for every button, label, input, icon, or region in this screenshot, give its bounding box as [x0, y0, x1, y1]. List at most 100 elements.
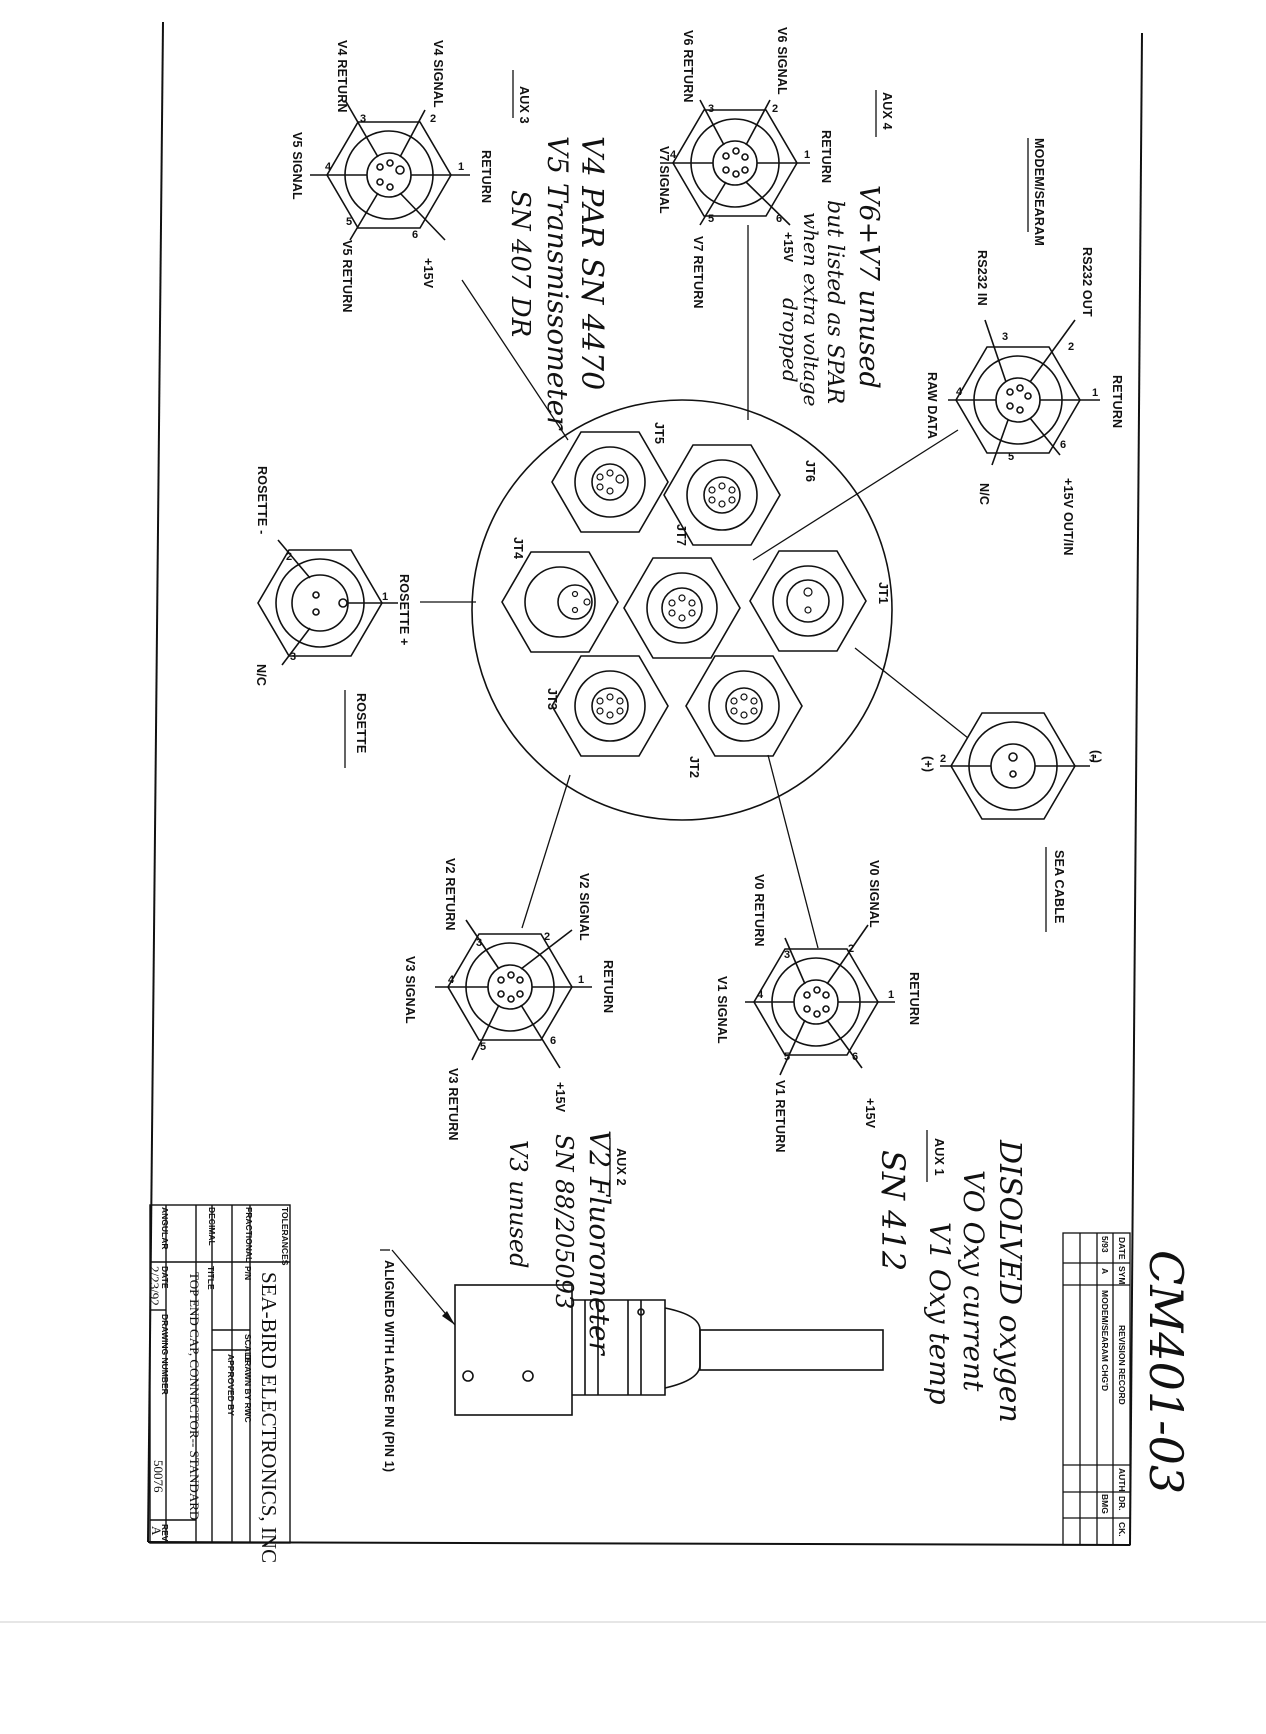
aux1-pin2-label: V0 SIGNAL	[867, 860, 881, 928]
rosette-pin3-label: N/C	[254, 664, 268, 686]
svg-text:V1 Oxy temp: V1 Oxy temp	[923, 1222, 956, 1405]
drawing-date: 2/23/92	[147, 1266, 162, 1306]
aux1-pin1-label: RETURN	[907, 972, 921, 1025]
svg-text:A: A	[1100, 1268, 1110, 1274]
aux2-pin4-label: V3 SIGNAL	[403, 956, 417, 1024]
svg-text:2: 2	[430, 113, 436, 125]
jt5-connector	[551, 431, 669, 533]
jt3-connector	[551, 655, 669, 757]
svg-text:SYM: SYM	[1117, 1266, 1127, 1284]
sea-cable-group-label: SEA CABLE	[1052, 850, 1066, 924]
svg-text:V2 Fluorometer: V2 Fluorometer	[583, 1130, 616, 1356]
modem-pin2-num: 2	[1068, 341, 1074, 353]
svg-text:2: 2	[544, 931, 550, 943]
svg-text:CK.: CK.	[1117, 1522, 1127, 1537]
svg-text:SN 407 DR: SN 407 DR	[505, 190, 535, 337]
svg-text:5: 5	[480, 1041, 486, 1053]
aux4-pin1-label: RETURN	[819, 130, 833, 183]
aux4-pin2-label: V6 SIGNAL	[775, 27, 789, 95]
svg-text:SN 88/205093: SN 88/205093	[550, 1134, 578, 1309]
svg-text:BMG: BMG	[1100, 1494, 1110, 1514]
modem-pin4-num: 4	[956, 386, 963, 398]
aux4-pin5-label: V7 RETURN	[691, 236, 705, 309]
sea-cable-pin2-label: (+)	[921, 756, 935, 772]
svg-text:6: 6	[550, 1035, 556, 1047]
svg-text:V6+V7 unused: V6+V7 unused	[853, 185, 884, 389]
svg-text:5/93: 5/93	[1100, 1236, 1110, 1253]
svg-text:P/N: P/N	[243, 1266, 253, 1280]
aux3-pin2-label: V4 SIGNAL	[431, 40, 445, 108]
end-cap-labels: JT6 JT5 JT7 JT1 JT4 JT2 JT3	[511, 422, 890, 778]
svg-text:SN 412: SN 412	[874, 1150, 912, 1271]
svg-text:MODEM/SEARAM CHG'D: MODEM/SEARAM CHG'D	[1100, 1290, 1110, 1391]
handwritten-notes: V6+V7 unused but listed as SPAR when ext…	[504, 136, 1027, 1423]
modem-connector	[948, 319, 1100, 466]
modem-group-label: MODEM/SEARAM	[1032, 138, 1046, 246]
end-cap-pins	[571, 469, 813, 719]
svg-text:2: 2	[848, 943, 854, 955]
drawing-rev: A	[149, 1526, 164, 1536]
jt4-connector	[501, 551, 619, 653]
jt7-label: JT7	[674, 524, 688, 546]
svg-text:6: 6	[852, 1051, 858, 1063]
svg-text:1: 1	[458, 161, 464, 173]
jt4-label: JT4	[511, 537, 525, 559]
svg-text:4: 4	[757, 989, 764, 1001]
jt1-label: JT1	[876, 582, 890, 604]
aux1-pin4-label: V1 SIGNAL	[715, 976, 729, 1044]
modem-pin5-label: N/C	[977, 483, 991, 505]
aux4-pin3-label: V6 RETURN	[681, 30, 695, 103]
aux1-pin5-label: V1 RETURN	[773, 1080, 787, 1153]
jt2-connector	[685, 655, 803, 757]
aux3-connector	[310, 99, 470, 241]
svg-text:1: 1	[382, 591, 388, 603]
aux3-pin5-label: V5 RETURN	[340, 240, 354, 313]
connector-side-view	[454, 1284, 884, 1416]
svg-text:6: 6	[776, 213, 782, 225]
svg-text:3: 3	[290, 651, 296, 663]
aux1-pin3-label: V0 RETURN	[752, 874, 766, 947]
aligned-note: ALIGNED WITH LARGE PIN (PIN 1)	[382, 1260, 396, 1472]
sea-cable-connector	[940, 712, 1090, 820]
doc-number: CM401-03	[1139, 1250, 1193, 1494]
svg-text:5: 5	[708, 213, 714, 225]
aux2-pin2-label: V2 SIGNAL	[577, 873, 591, 941]
aux4-pin4-label: V7 SIGNAL	[657, 146, 671, 214]
modem-pin4-label: RAW DATA	[925, 372, 939, 439]
drawing-title: TOP END CAP, CONNECTOR-- STANDARD	[187, 1272, 202, 1520]
aux3-pin4-label: V5 SIGNAL	[290, 132, 304, 200]
svg-text:4: 4	[325, 161, 332, 173]
svg-text:FRACTIONAL: FRACTIONAL	[244, 1207, 254, 1262]
svg-text:2: 2	[940, 753, 946, 765]
modem-pin1-num: 1	[1092, 387, 1098, 399]
rosette-pin1-label: ROSETTE +	[397, 574, 411, 646]
aux2-pin5-label: V3 RETURN	[446, 1068, 460, 1141]
svg-text:6: 6	[412, 229, 418, 241]
company-name: SEA-BIRD ELECTRONICS, INC	[257, 1272, 281, 1563]
svg-text:REVISION RECORD: REVISION RECORD	[1117, 1325, 1127, 1405]
jt5-label: JT5	[652, 422, 666, 444]
aux3-pin1-label: RETURN	[479, 150, 493, 203]
aux3-pin6-label: +15V	[421, 258, 435, 289]
aux2-pin3-label: V2 RETURN	[443, 858, 457, 931]
svg-text:DRAWN BY RWC: DRAWN BY RWC	[243, 1354, 253, 1423]
svg-text:4: 4	[448, 974, 455, 986]
revision-record: DATE SYM REVISION RECORD AUTH DR. CK. 5/…	[1062, 1232, 1131, 1546]
svg-text:V3 unused: V3 unused	[504, 1140, 532, 1268]
svg-text:V4 PAR SN 4470: V4 PAR SN 4470	[574, 136, 609, 390]
svg-text:VO Oxy current: VO Oxy current	[957, 1170, 990, 1392]
leader-lines	[420, 225, 969, 949]
svg-text:5: 5	[784, 1051, 790, 1063]
drawing-number: 50076	[151, 1460, 166, 1493]
title-block: TOLERANCES FRACTIONAL DECIMAL ANGULAR SE…	[147, 1204, 291, 1563]
modem-pin5-num: 5	[1008, 451, 1014, 463]
aux2-pin1-label: RETURN	[601, 960, 615, 1013]
svg-text:1: 1	[804, 149, 810, 161]
svg-text:TOLERANCES: TOLERANCES	[280, 1207, 290, 1266]
svg-text:3: 3	[476, 937, 482, 949]
svg-text:DATE: DATE	[160, 1266, 170, 1289]
svg-text:REV: REV	[160, 1524, 170, 1542]
svg-text:DECIMAL: DECIMAL	[207, 1207, 217, 1246]
rosette-connector	[257, 539, 398, 666]
